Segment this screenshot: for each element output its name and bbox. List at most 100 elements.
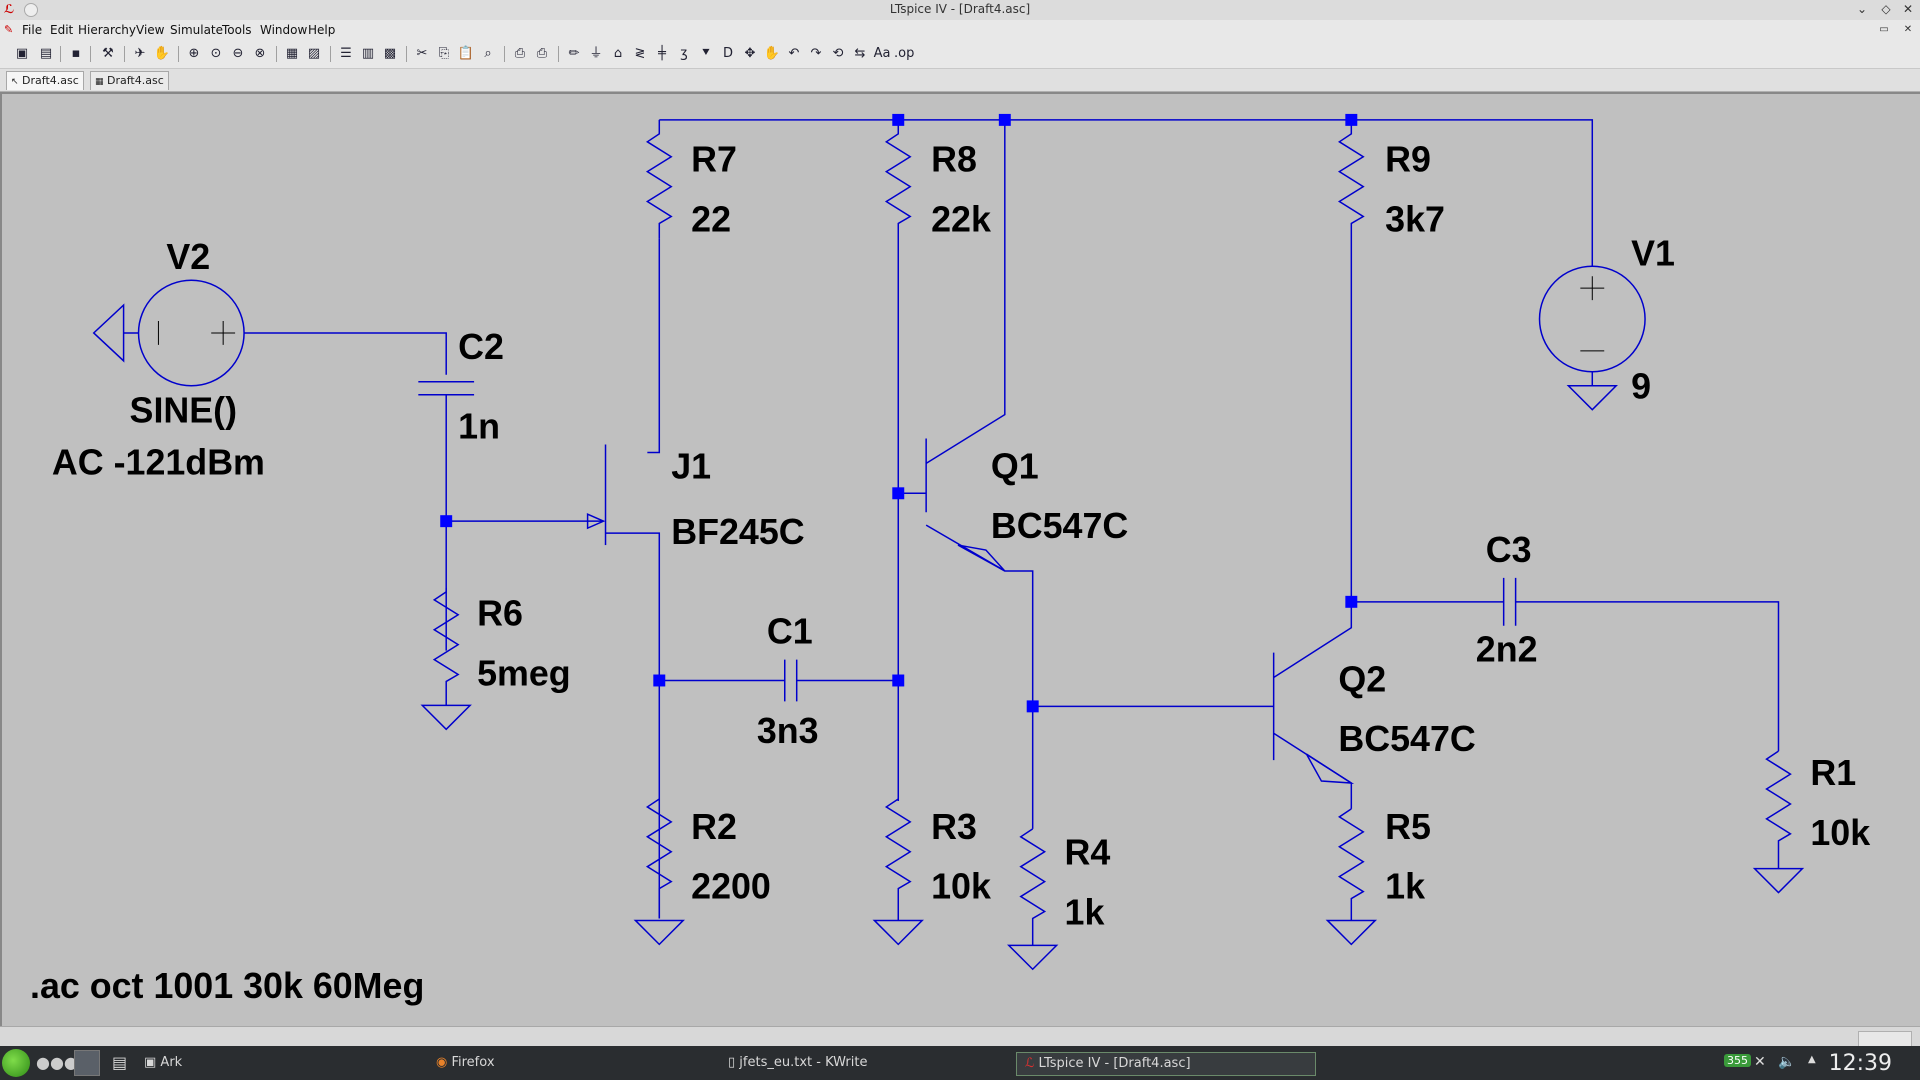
open-icon[interactable]: ▤ bbox=[39, 46, 53, 61]
zoom-fit-icon[interactable]: ⊗ bbox=[254, 46, 266, 61]
zoom-out-icon[interactable]: ⊖ bbox=[232, 46, 244, 61]
find-icon[interactable]: ⌕ bbox=[484, 46, 492, 61]
resistor-r5-symbol[interactable] bbox=[1337, 808, 1365, 921]
menu-file[interactable]: File bbox=[22, 23, 43, 37]
junction-dot bbox=[1345, 595, 1358, 608]
menu-simulate[interactable]: Simulate bbox=[170, 23, 224, 37]
wire-v2-c2 bbox=[244, 332, 447, 375]
resistor-r9-symbol[interactable] bbox=[1337, 119, 1365, 602]
more-icon[interactable]: ●●● bbox=[36, 1053, 78, 1072]
redo-icon[interactable]: ↷ bbox=[810, 46, 822, 61]
component-icon[interactable]: D bbox=[722, 46, 733, 61]
tile-vertical-icon[interactable]: ▥ bbox=[361, 46, 375, 61]
horizontal-scrollbar[interactable] bbox=[0, 1026, 1920, 1047]
text-icon[interactable]: Aa bbox=[873, 46, 891, 61]
print-setup-icon[interactable]: ⎙ bbox=[514, 46, 526, 61]
document-tabs: ↖ Draft4.asc ▦ Draft4.asc bbox=[0, 69, 1920, 92]
tile-horizontal-icon[interactable]: ☰ bbox=[340, 46, 352, 61]
bjt-q1-symbol[interactable] bbox=[898, 438, 1034, 829]
menu-tools[interactable]: Tools bbox=[222, 23, 252, 37]
document-icon[interactable]: ✎ bbox=[4, 23, 14, 36]
menu-view[interactable]: View bbox=[136, 23, 165, 37]
diode-icon[interactable]: ⯆ bbox=[700, 46, 712, 61]
pan-icon[interactable]: ⊙ bbox=[210, 46, 222, 61]
paste-icon[interactable]: 📋 bbox=[457, 46, 475, 61]
resistor-r1-symbol[interactable] bbox=[1765, 750, 1792, 869]
taskbar-item-ltspice[interactable]: ℒ LTspice IV - [Draft4.asc] bbox=[1016, 1052, 1316, 1076]
capacitor-c1-symbol[interactable] bbox=[659, 659, 899, 702]
label-q1-name: Q1 bbox=[991, 446, 1039, 486]
autorange-icon[interactable]: ▦ bbox=[285, 46, 299, 61]
taskbar-item-ark[interactable]: ▣ Ark bbox=[144, 1055, 183, 1070]
resize-grip[interactable] bbox=[1858, 1031, 1912, 1047]
tray-expand-icon[interactable]: ▲ bbox=[1808, 1054, 1816, 1065]
rotate-icon[interactable]: ⟲ bbox=[832, 46, 844, 61]
print-icon[interactable]: ⎙ bbox=[536, 46, 548, 61]
menu-edit[interactable]: Edit bbox=[50, 23, 74, 37]
bjt-q2-symbol[interactable] bbox=[1272, 601, 1353, 809]
halt-icon[interactable]: ✋ bbox=[153, 46, 171, 61]
volume-icon[interactable]: 🔈 bbox=[1778, 1054, 1796, 1070]
minimize-icon[interactable]: ⌄ bbox=[1856, 2, 1868, 16]
spice-directive[interactable]: .ac oct 1001 30k 60Meg bbox=[30, 966, 424, 1006]
ltspice-logo-icon: ℒ bbox=[4, 2, 15, 16]
wire-icon[interactable]: ✏ bbox=[568, 46, 580, 61]
spice-directive-icon[interactable]: .op bbox=[894, 46, 915, 61]
resistor-r2-symbol[interactable] bbox=[645, 798, 673, 919]
label-v2-ac: AC -121dBm bbox=[52, 442, 265, 482]
resistor-r3-symbol[interactable] bbox=[884, 798, 912, 921]
capacitor-icon[interactable]: ╪ bbox=[658, 46, 666, 61]
taskbar-item-firefox[interactable]: ◉ Firefox bbox=[436, 1055, 495, 1070]
tab-schematic-2[interactable]: ▦ Draft4.asc bbox=[90, 71, 169, 90]
save-icon[interactable]: ▪ bbox=[71, 46, 81, 61]
junction-dot bbox=[440, 515, 453, 528]
move-icon[interactable]: ✥ bbox=[744, 46, 756, 61]
menu-help[interactable]: Help bbox=[308, 23, 336, 37]
title-bar: ℒ LTspice IV - [Draft4.asc] ⌄ ◇ ✕ bbox=[0, 0, 1920, 21]
resistor-r7-symbol[interactable] bbox=[645, 119, 673, 239]
control-panel-icon[interactable]: ⚒ bbox=[102, 46, 114, 61]
capacitor-c3-symbol[interactable] bbox=[1351, 577, 1780, 752]
close-doc-icon[interactable]: ✕ bbox=[1903, 24, 1913, 35]
schematic-drawing[interactable]: R7 22 R8 22k R9 3k7 V1 9 V2 SINE() AC -1… bbox=[2, 94, 1918, 1026]
updates-badge[interactable]: 355 bbox=[1724, 1054, 1751, 1067]
schematic-canvas[interactable]: R7 22 R8 22k R9 3k7 V1 9 V2 SINE() AC -1… bbox=[0, 92, 1920, 1026]
restore-doc-icon[interactable]: ▭ bbox=[1879, 24, 1889, 35]
inductor-icon[interactable]: ʒ bbox=[680, 46, 688, 61]
run-icon[interactable]: ✈ bbox=[134, 46, 146, 61]
ground-icon[interactable]: ⏚ bbox=[589, 46, 603, 61]
resistor-r4-symbol[interactable] bbox=[1019, 828, 1047, 946]
resistor-r6-symbol[interactable] bbox=[432, 587, 460, 706]
grid-icon[interactable]: ▨ bbox=[307, 46, 321, 61]
desktop-pager-icon[interactable] bbox=[74, 1050, 100, 1076]
label-j1-value: BF245C bbox=[671, 512, 804, 552]
label-r2-name: R2 bbox=[691, 807, 737, 847]
junction-dot bbox=[653, 674, 666, 687]
taskbar-item-kwrite[interactable]: ▯ jfets_eu.txt - KWrite bbox=[728, 1055, 868, 1070]
cascade-icon[interactable]: ▩ bbox=[383, 46, 397, 61]
resistor-icon[interactable]: ≷ bbox=[634, 46, 646, 61]
wire-j1-source bbox=[605, 532, 661, 919]
undo-icon[interactable]: ↶ bbox=[788, 46, 800, 61]
copy-icon[interactable]: ⎘ bbox=[438, 46, 450, 61]
new-schematic-icon[interactable]: ▣ bbox=[15, 46, 29, 61]
tab-schematic-1[interactable]: ↖ Draft4.asc bbox=[6, 71, 84, 90]
zoom-in-icon[interactable]: ⊕ bbox=[188, 46, 200, 61]
start-menu-icon[interactable] bbox=[2, 1049, 30, 1077]
label-v2-name: V2 bbox=[166, 237, 210, 277]
network-icon[interactable]: ✕ bbox=[1754, 1054, 1766, 1070]
notes-icon[interactable]: ▤ bbox=[112, 1053, 128, 1072]
drag-icon[interactable]: ✋ bbox=[763, 46, 781, 61]
capacitor-c2-symbol[interactable] bbox=[418, 381, 475, 396]
menu-hierarchy[interactable]: Hierarchy bbox=[78, 23, 137, 37]
clock[interactable]: 12:39 bbox=[1828, 1051, 1892, 1076]
mirror-icon[interactable]: ⇆ bbox=[854, 46, 866, 61]
cut-icon[interactable]: ✂ bbox=[416, 46, 428, 61]
resistor-r8-symbol[interactable] bbox=[884, 119, 912, 801]
label-net-icon[interactable]: ⌂ bbox=[613, 46, 623, 61]
label-v1-name: V1 bbox=[1631, 233, 1675, 273]
maximize-icon[interactable]: ◇ bbox=[1881, 2, 1891, 16]
window-menu-icon[interactable] bbox=[24, 3, 38, 17]
close-icon[interactable]: ✕ bbox=[1902, 2, 1914, 16]
menu-window[interactable]: Window bbox=[260, 23, 308, 37]
